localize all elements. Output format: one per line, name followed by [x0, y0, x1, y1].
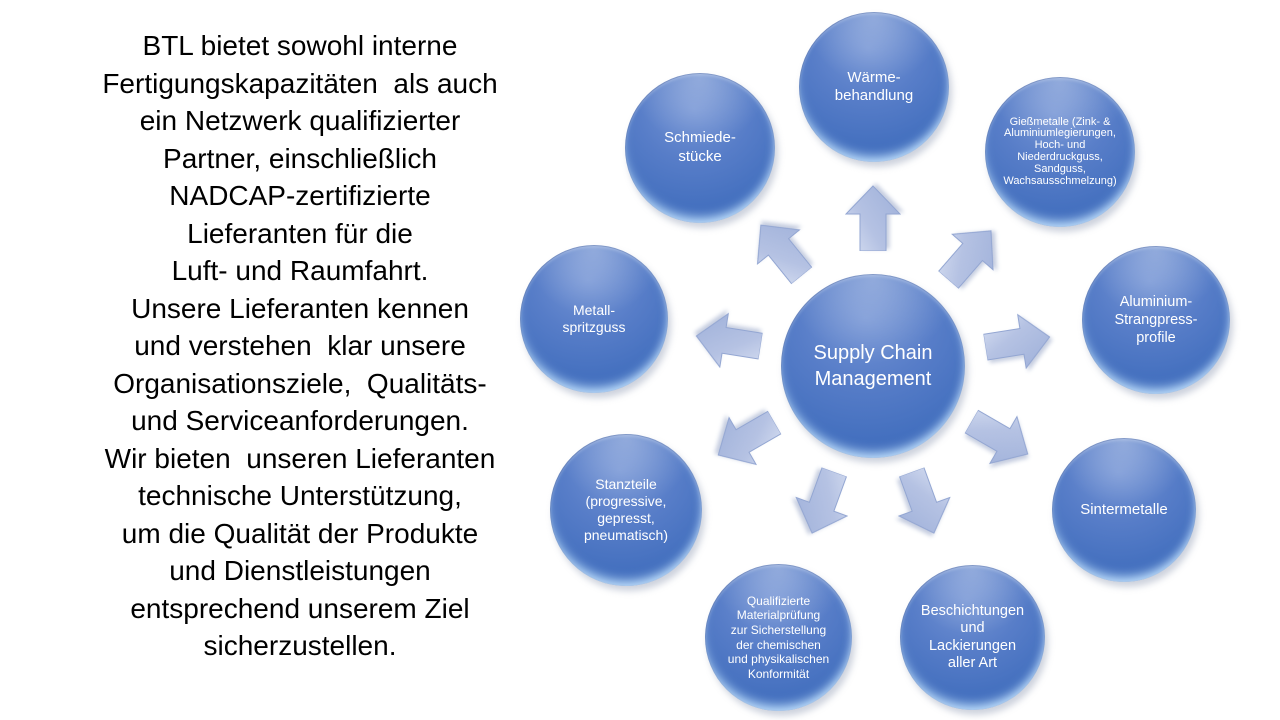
intro-text: BTL bietet sowohl interne Fertigungskapa… — [102, 30, 498, 661]
node-waermebehandlung: Wärme- behandlung — [799, 12, 949, 162]
node-aluminium-strangpressprofile: Aluminium- Strangpress- profile — [1082, 246, 1230, 394]
node-sintermetalle: Sintermetalle — [1052, 438, 1196, 582]
node-supply-chain-management: Supply Chain Management — [781, 274, 965, 458]
radial-arrow-top-right — [927, 212, 1013, 299]
node-beschichtungen-lackierungen: Beschichtungen und Lackierungen aller Ar… — [900, 565, 1045, 710]
node-schmiedestuecke: Schmiede- stücke — [625, 73, 775, 223]
radial-arrow-bottom-left — [785, 462, 860, 543]
radial-arrow-bottom-right — [885, 462, 960, 543]
radial-arrow-lower-right — [957, 397, 1042, 478]
node-giessmetalle: Gießmetalle (Zink- & Aluminiumlegierunge… — [985, 77, 1135, 227]
radial-arrow-top-left — [738, 207, 823, 294]
radial-arrow-lower-left — [703, 398, 788, 479]
radial-arrow-left — [691, 308, 765, 374]
node-qualifizierte-materialpruefung: Qualifizierte Materialprüfung zur Sicher… — [705, 564, 852, 711]
node-metallspritzguss: Metall- spritzguss — [520, 245, 668, 393]
radial-arrow-top — [845, 185, 901, 251]
radial-arrow-right — [981, 309, 1055, 375]
node-stanzteile: Stanzteile (progressive, gepresst, pneum… — [550, 434, 702, 586]
